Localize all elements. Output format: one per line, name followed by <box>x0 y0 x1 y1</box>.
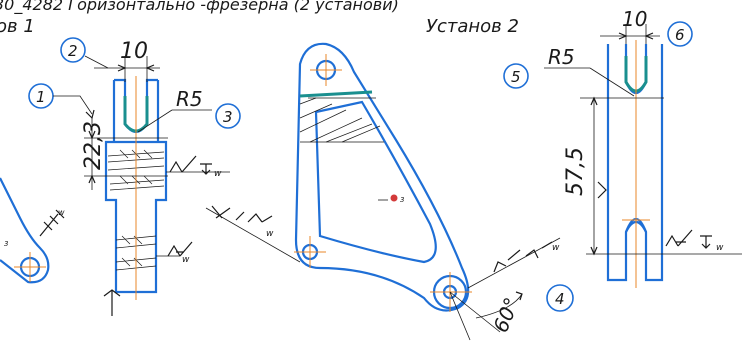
dim-height-right-value: 57,5 <box>563 147 588 196</box>
setup-1-label: ов 1 <box>0 16 35 37</box>
dim-angle-value: 60° <box>488 294 524 336</box>
surface-mark-1: w <box>166 155 230 179</box>
diagonal-locator-left: w <box>205 205 301 263</box>
dim-width-left: 10 <box>94 39 160 82</box>
surface-mark-right-w: w <box>716 243 724 253</box>
svg-text:5: 5 <box>511 68 521 86</box>
callout-4: 4 <box>546 284 574 312</box>
callout-1: 1 <box>28 83 95 120</box>
svg-text:3: 3 <box>223 108 233 126</box>
svg-text:2: 2 <box>68 42 78 60</box>
dim-radius-right: R5 <box>544 45 635 97</box>
dim-radius-right-value: R5 <box>548 45 575 69</box>
callout-3: 3 <box>215 103 241 129</box>
dim-radius-left-value: R5 <box>176 87 203 111</box>
callout-2: 2 <box>60 37 109 69</box>
drawing-title: 30_4282 Горизонтально -фрезерна (2 устан… <box>0 0 399 15</box>
diagonal-locator-w: w <box>266 229 274 239</box>
surface-mark-2: w <box>156 241 193 265</box>
dim-height-left-value: 22,3 <box>81 121 106 170</box>
setup-2-label: Установ 2 <box>426 16 519 37</box>
dim-width-right-value: 10 <box>622 7 647 31</box>
dim-height-right: 57,5 <box>563 96 607 256</box>
dim-radius-left: R5 <box>137 87 212 133</box>
red-point-label: 3 <box>400 196 404 204</box>
dim-angle: 60° <box>449 291 524 341</box>
left-partial-part: 3 w <box>0 177 65 284</box>
triangular-bracket-part: 3 <box>294 42 472 312</box>
point-label-left: 3 <box>4 240 8 248</box>
dim-height-left: 22,3 <box>81 118 168 190</box>
surface-mark-1-w: w <box>214 169 222 179</box>
dim-width-right: 10 <box>600 7 660 44</box>
left-w-mark: w <box>58 208 65 217</box>
setup1-column-part <box>103 76 168 316</box>
callout-6: 6 <box>667 21 693 47</box>
surface-mark-right: w <box>665 229 724 253</box>
dim-width-left-value: 10 <box>120 39 148 64</box>
svg-text:4: 4 <box>555 290 565 308</box>
callout-5: 5 <box>503 63 529 89</box>
fork-part <box>580 40 742 288</box>
diagonal-surface-w: w <box>552 243 560 253</box>
red-point-marker <box>390 194 398 202</box>
surface-mark-2-w: w <box>182 255 190 265</box>
svg-text:6: 6 <box>675 26 685 44</box>
diagonal-surface-mark-right: w <box>467 237 561 289</box>
svg-text:1: 1 <box>36 88 46 106</box>
